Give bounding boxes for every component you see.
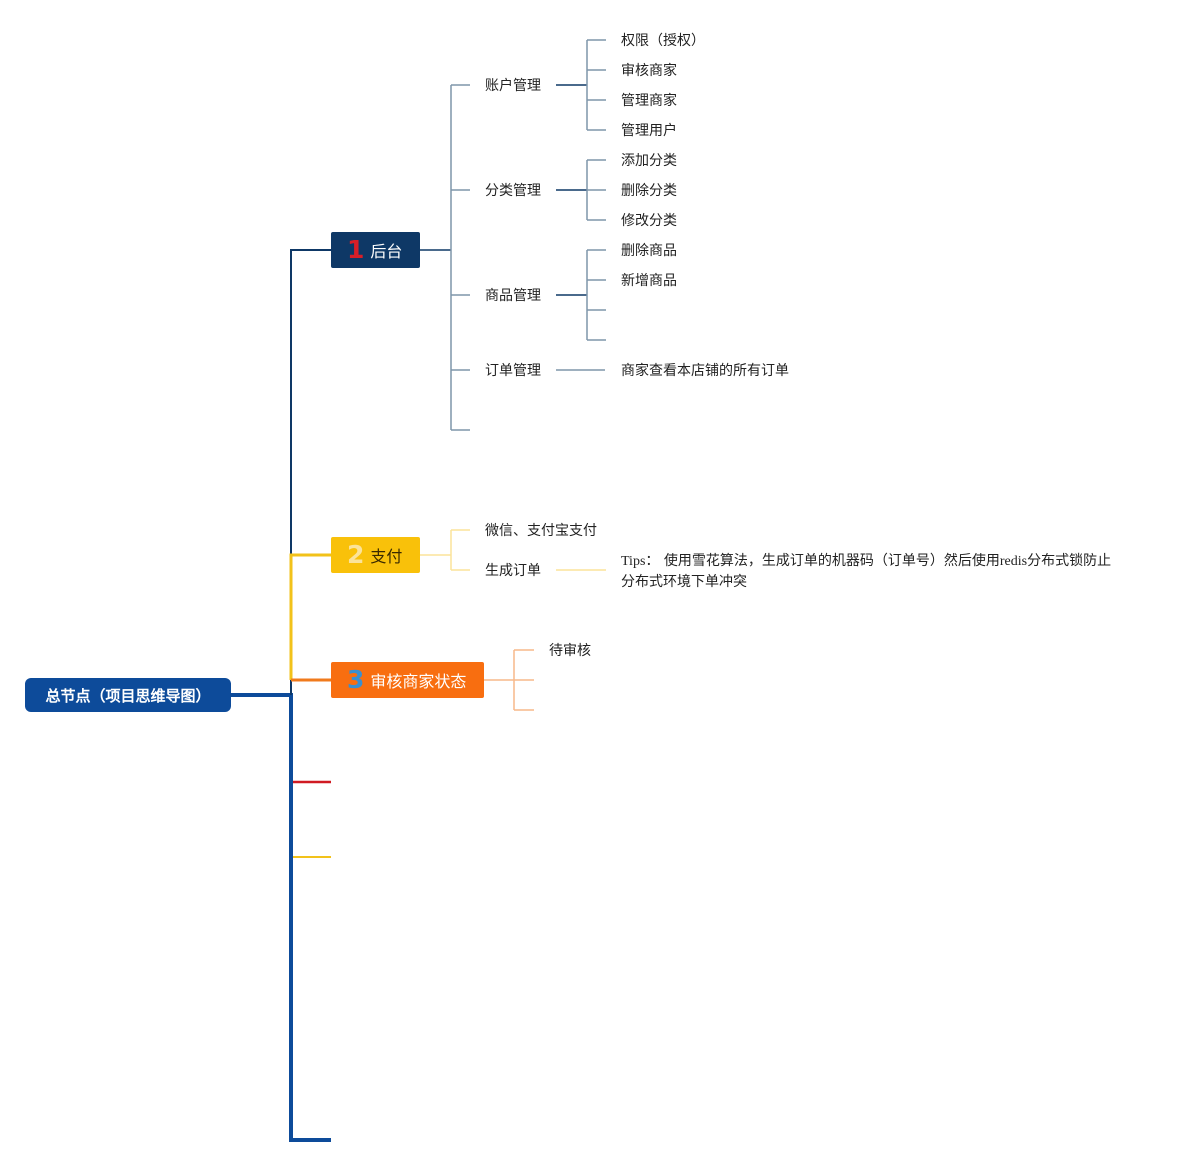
branch-label-payment: 支付	[370, 547, 403, 566]
tips-line-1-en: redis	[999, 554, 1028, 569]
subtopic-delete-product[interactable]: 删除商品	[621, 243, 677, 259]
tips-line-1-b: 分布式锁防止	[1027, 553, 1112, 569]
branch-number-2: 2	[347, 540, 365, 569]
trunk-main-line	[230, 693, 331, 1142]
trunk-to-branch-1	[290, 249, 331, 695]
root-node-label: 总节点（项目思维导图）	[45, 686, 211, 705]
topic-wechat-alipay[interactable]: 微信、支付宝支付	[485, 523, 597, 539]
topic-category-management[interactable]: 分类管理	[485, 183, 541, 199]
branch-node-payment[interactable]: 2 支付	[331, 537, 420, 573]
branch-label-backend: 后台	[370, 242, 403, 261]
subtopic-edit-category[interactable]: 修改分类	[621, 213, 677, 229]
topic-generate-order[interactable]: 生成订单	[485, 563, 541, 579]
trunk-to-branch-2	[289, 553, 331, 680]
branch-number-3: 3	[347, 665, 365, 694]
subtopic-delete-category[interactable]: 删除分类	[621, 183, 677, 199]
tips-note[interactable]: Tips： 使用雪花算法，生成订单的机器码（订单号）然后使用redis分布式锁防…	[621, 551, 1111, 592]
subtopic-add-product[interactable]: 新增商品	[621, 273, 677, 289]
topic-account-management[interactable]: 账户管理	[485, 78, 541, 94]
branch-node-backend[interactable]: 1 后台	[331, 232, 420, 268]
subtopic-merchant-orders[interactable]: 商家查看本店铺的所有订单	[621, 363, 789, 379]
subtopic-review-merchant[interactable]: 审核商家	[621, 63, 677, 79]
tips-line-2: 分布式环境下单冲突	[621, 574, 747, 590]
branch-2-connectors	[420, 529, 606, 571]
subtopic-permission[interactable]: 权限（授权）	[621, 33, 705, 49]
tips-line-1-a: ： 使用雪花算法，生成订单的机器码（订单号）然后使用	[645, 553, 1000, 569]
tips-prefix: Tips	[621, 554, 646, 569]
trunk-lines	[230, 249, 331, 1142]
branch-node-merchant-review-status[interactable]: 3 审核商家状态	[331, 662, 484, 698]
subtopic-manage-user[interactable]: 管理用户	[621, 123, 677, 139]
tips-line-1: Tips： 使用雪花算法，生成订单的机器码（订单号）然后使用redis分布式锁防…	[621, 551, 1111, 572]
branch-number-1: 1	[347, 235, 365, 264]
branch-3-connectors	[484, 649, 534, 711]
subtopic-manage-merchant[interactable]: 管理商家	[621, 93, 677, 109]
subtopic-add-category[interactable]: 添加分类	[621, 153, 677, 169]
topic-product-management[interactable]: 商品管理	[485, 288, 541, 304]
branch-1-connectors	[420, 39, 606, 431]
branch-label-merchant-review-status: 审核商家状态	[370, 672, 467, 691]
root-node[interactable]: 总节点（项目思维导图）	[25, 678, 231, 712]
topic-order-management[interactable]: 订单管理	[485, 363, 541, 379]
topic-pending-review[interactable]: 待审核	[549, 643, 591, 659]
